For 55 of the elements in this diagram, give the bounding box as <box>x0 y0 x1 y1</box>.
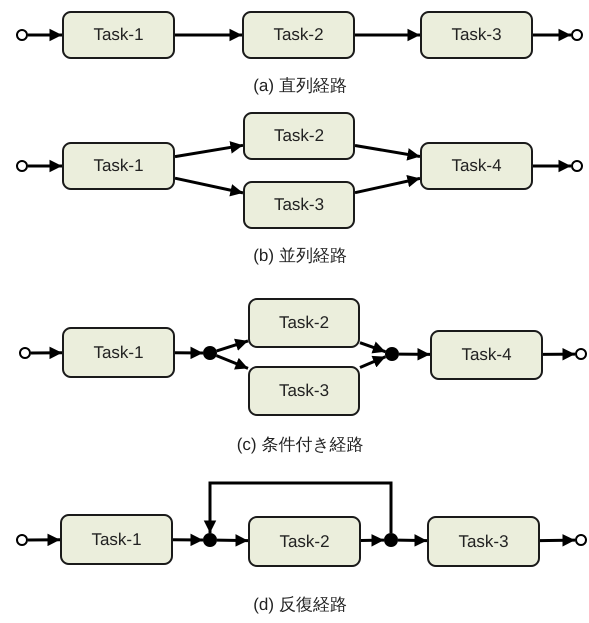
arrow <box>28 534 60 546</box>
arrow <box>398 534 428 547</box>
arrow <box>540 534 576 547</box>
caption: (a) 直列経路 <box>253 75 347 97</box>
junction-dot <box>203 346 217 360</box>
task-box: Task-3 <box>243 181 355 229</box>
arrow <box>172 534 204 546</box>
arrow <box>28 160 62 172</box>
caption: (b) 並列経路 <box>253 245 347 267</box>
terminal-circle <box>16 160 28 172</box>
task-box: Task-1 <box>60 514 173 565</box>
terminal-circle <box>571 29 583 41</box>
junction-dot <box>203 533 217 547</box>
terminal-circle <box>16 29 28 41</box>
arrow <box>360 341 386 354</box>
junction-dot <box>384 533 398 547</box>
arrow <box>354 174 420 194</box>
caption: (c) 条件付き経路 <box>236 434 364 456</box>
arrow <box>216 338 248 352</box>
task-box: Task-2 <box>242 11 355 59</box>
task-box: Task-3 <box>420 11 533 59</box>
task-box: Task-2 <box>248 298 360 348</box>
arrow <box>174 141 244 158</box>
arrow <box>204 482 392 533</box>
terminal-circle <box>575 534 587 546</box>
caption: (d) 反復経路 <box>253 594 347 616</box>
arrow <box>174 346 204 360</box>
arrow <box>355 28 420 42</box>
arrow <box>359 355 386 369</box>
task-box: Task-1 <box>62 142 175 190</box>
arrow <box>216 354 249 370</box>
terminal-circle <box>19 347 31 359</box>
arrow <box>175 28 242 42</box>
task-box: Task-4 <box>420 142 533 190</box>
terminal-circle <box>575 348 587 360</box>
task-box: Task-1 <box>62 327 175 378</box>
task-box: Task-2 <box>248 516 361 567</box>
task-box: Task-3 <box>427 516 540 567</box>
arrow <box>360 534 384 547</box>
arrow <box>30 346 62 360</box>
arrow <box>216 534 248 547</box>
task-box: Task-4 <box>430 330 543 380</box>
task-box: Task-1 <box>62 11 175 59</box>
task-box: Task-3 <box>248 366 360 416</box>
arrow <box>28 28 62 42</box>
arrow <box>174 176 244 196</box>
arrow <box>354 144 420 161</box>
arrow <box>542 348 576 361</box>
arrow <box>398 348 430 361</box>
task-box: Task-2 <box>243 112 355 160</box>
arrow <box>533 28 571 42</box>
terminal-circle <box>571 160 583 172</box>
arrow <box>533 160 571 172</box>
terminal-circle <box>16 534 28 546</box>
junction-dot <box>385 347 399 361</box>
